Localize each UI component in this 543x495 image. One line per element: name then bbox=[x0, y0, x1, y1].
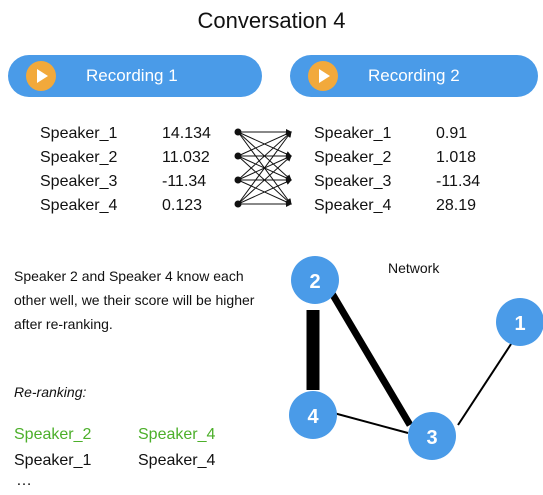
match-arrow bbox=[237, 131, 292, 205]
score-value: -11.34 bbox=[436, 173, 481, 190]
edge-2-3 bbox=[326, 288, 414, 427]
play-icon[interactable] bbox=[308, 61, 338, 91]
speaker-name: Speaker_2 bbox=[40, 149, 118, 166]
recording-1-label: Recording 1 bbox=[86, 66, 178, 85]
rerank-row-1-b: Speaker_4 bbox=[138, 426, 216, 443]
node-label: 2 bbox=[309, 271, 320, 293]
rerank-row-2-a: Speaker_1 bbox=[14, 452, 92, 469]
score-value: 0.123 bbox=[162, 197, 203, 214]
speaker-name: Speaker_3 bbox=[40, 173, 118, 190]
node-2[interactable]: 2 bbox=[291, 256, 339, 304]
speaker-name: Speaker_1 bbox=[40, 125, 118, 142]
score-value: 1.018 bbox=[436, 149, 477, 166]
match-arrow bbox=[237, 131, 292, 157]
recording-2-button[interactable]: Recording 2 bbox=[290, 55, 538, 97]
speaker-name: Speaker_2 bbox=[314, 149, 392, 166]
match-arrow bbox=[237, 179, 292, 205]
score-value: -11.34 bbox=[162, 173, 207, 190]
recording-2-label: Recording 2 bbox=[368, 66, 460, 85]
edge-3-1 bbox=[457, 337, 516, 426]
network-title: Network bbox=[388, 260, 440, 276]
match-arrow bbox=[237, 131, 292, 181]
page-title: Conversation 4 bbox=[197, 8, 346, 33]
node-1[interactable]: 1 bbox=[496, 298, 543, 346]
reranking-title: Re-ranking: bbox=[14, 384, 87, 400]
speaker-name: Speaker_4 bbox=[314, 197, 392, 214]
recording-1-button[interactable]: Recording 1 bbox=[8, 55, 262, 97]
arrow-source-dot bbox=[234, 200, 242, 208]
arrow-source-dot bbox=[234, 152, 242, 160]
play-icon[interactable] bbox=[26, 61, 56, 91]
score-value: 28.19 bbox=[436, 197, 477, 214]
rerank-row-1-a: Speaker_2 bbox=[14, 426, 92, 443]
rerank-row-2-b: Speaker_4 bbox=[138, 452, 216, 469]
recording-2-values: 0.91 1.018 -11.34 28.19 bbox=[436, 122, 480, 218]
explanation-text: Speaker 2 and Speaker 4 know each other … bbox=[14, 268, 255, 332]
score-value: 0.91 bbox=[436, 125, 468, 142]
speaker-name: Speaker_1 bbox=[314, 125, 392, 142]
recording-2-speakers: Speaker_1 Speaker_2 Speaker_3 Speaker_4 bbox=[314, 122, 391, 218]
speaker-name: Speaker_4 bbox=[40, 197, 118, 214]
match-arrow bbox=[237, 155, 292, 205]
rerank-ellipsis: … bbox=[16, 472, 32, 489]
score-value: 11.032 bbox=[162, 149, 210, 166]
speaker-name: Speaker_3 bbox=[314, 173, 392, 190]
arrow-source-dot bbox=[234, 176, 242, 184]
node-label: 1 bbox=[514, 313, 525, 335]
node-3[interactable]: 3 bbox=[408, 412, 456, 460]
node-4[interactable]: 4 bbox=[289, 391, 337, 439]
node-label: 3 bbox=[426, 427, 437, 449]
score-value: 14.134 bbox=[162, 125, 211, 142]
recording-1-speakers: Speaker_1 Speaker_2 Speaker_3 Speaker_4 bbox=[40, 122, 117, 218]
edge-4-3 bbox=[329, 411, 409, 434]
node-label: 4 bbox=[307, 406, 319, 428]
arrow-source-dot bbox=[234, 128, 242, 136]
recording-1-values: 14.134 11.032 -11.34 0.123 bbox=[162, 122, 211, 218]
